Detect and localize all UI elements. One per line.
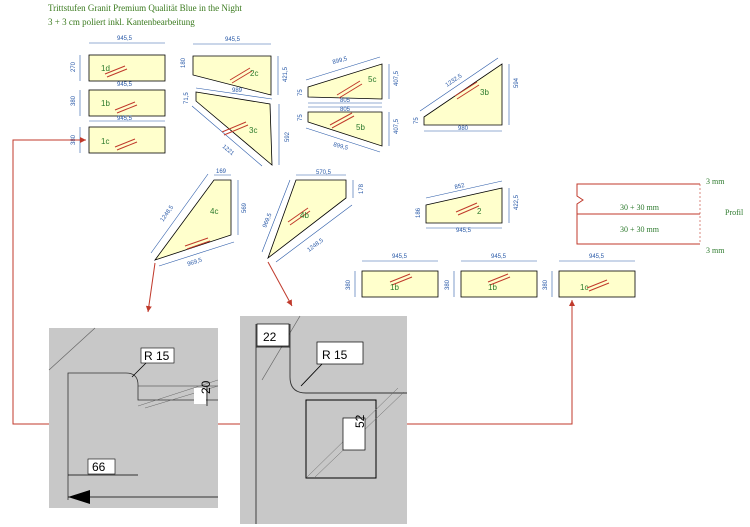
dim-height-right: 407,5 <box>394 70 400 86</box>
dim-horizontal: 66 <box>92 460 106 474</box>
piece-3c[interactable]: 989 71,5 592 1221 3c <box>184 87 291 167</box>
piece-label: 1c <box>101 137 109 146</box>
piece-2[interactable]: 852 186 422,5 945,5 2 <box>416 180 520 234</box>
profile-section: 3 mm 30 + 30 mm 30 + 30 mm Profil 3 mm <box>576 177 744 255</box>
dim-width: 169 <box>216 169 227 175</box>
piece-4b[interactable]: 570,5 178 969,5 1248,5 4b <box>261 170 365 263</box>
dim-vertical: 20 <box>199 380 213 394</box>
dim-vertical: 52 <box>353 414 367 428</box>
dim-height-right: 421,5 <box>283 66 289 82</box>
piece-label: 2 <box>477 207 482 216</box>
piece-5c[interactable]: 899,5 407,5 75 805 5c <box>298 56 400 104</box>
dim-diagonal: 1232,5 <box>445 73 464 89</box>
dim-width: 945,5 <box>491 254 507 260</box>
dim-height-left: 75 <box>298 114 304 121</box>
dim-height: 270 <box>71 61 77 72</box>
dim-height-left: 75 <box>414 117 420 124</box>
dim-height: 569 <box>242 202 248 213</box>
piece-1b-bottom-b[interactable]: 945,5 380 1b <box>445 254 538 298</box>
piece-label: 4b <box>300 211 309 220</box>
dim-bottom: 945,5 <box>117 82 133 88</box>
dim-height: 380 <box>346 279 352 290</box>
dim-width: 945,5 <box>225 37 241 43</box>
dim-width: 989 <box>232 88 243 94</box>
connector-arrows <box>12 137 575 425</box>
dim-height-right: 407,5 <box>394 118 400 134</box>
dim-bottom: 980 <box>458 126 469 132</box>
piece-1b-bottom-a[interactable]: 945,5 380 1b <box>346 254 439 298</box>
piece-label: 3b <box>480 88 489 97</box>
dim-width: 570,5 <box>316 170 332 176</box>
piece-label: 4c <box>210 207 218 216</box>
dim-diagonal: 969,5 <box>262 212 273 229</box>
dim-width: 945,5 <box>117 36 133 42</box>
dim-bottom: 945,5 <box>456 228 472 234</box>
dim-height-left: 75 <box>298 89 304 96</box>
dim-bottom: 1248,5 <box>307 237 326 253</box>
piece-3b[interactable]: 1232,5 594 75 980 3b <box>414 57 520 132</box>
piece-label: 2c <box>250 69 258 78</box>
page-subtitle: 3 + 3 cm poliert inkl. Kantenbearbeitung <box>48 17 195 27</box>
dim-width: 805 <box>340 107 351 113</box>
dim-height-left: 71,5 <box>184 92 190 104</box>
piece-label: 1b <box>390 283 399 292</box>
piece-label: 1d <box>101 64 110 73</box>
piece-4c[interactable]: 1248,5 169 569 969,5 4c <box>150 169 248 268</box>
dim-diagonal: 1221 <box>221 144 236 158</box>
piece-label: 3c <box>249 126 257 135</box>
dim-diagonal: 1248,5 <box>160 204 176 223</box>
piece-label: 1c <box>580 283 588 292</box>
dim-width: 899,5 <box>332 56 349 66</box>
piece-5b[interactable]: 805 407,5 75 899,5 5b <box>298 106 400 153</box>
piece-label: 5b <box>356 123 365 132</box>
dim-height: 380 <box>445 279 451 290</box>
profile-top-thickness: 3 mm <box>706 177 725 186</box>
page-title: Trittstufen Granit Premium Qualität Blue… <box>48 3 242 13</box>
radius-label: R 15 <box>144 349 170 363</box>
dim-height-right: 592 <box>285 131 291 142</box>
dim-bottom: 805 <box>340 98 351 104</box>
dim-width: 945,5 <box>589 254 605 260</box>
piece-label: 5c <box>368 75 376 84</box>
dim-height: 380 <box>71 95 77 106</box>
dim-bottom: 969,5 <box>187 257 204 268</box>
dim-height-right: 594 <box>514 77 520 88</box>
profile-layer-bottom: 30 + 30 mm <box>620 225 660 234</box>
dim-width: 852 <box>454 183 466 191</box>
piece-1b-top[interactable]: 380 1b <box>71 89 166 117</box>
detail-left: R 15 20 66 <box>48 327 219 508</box>
dim-height: 178 <box>359 183 365 194</box>
dim-bottom: 899,5 <box>332 142 349 152</box>
dim-top: 22 <box>263 330 277 344</box>
radius-label: R 15 <box>322 348 348 362</box>
piece-2c[interactable]: 945,5 180 421,5 2c <box>181 37 289 96</box>
piece-label: 1b <box>488 283 497 292</box>
dim-height-right: 422,5 <box>514 194 520 210</box>
piece-label: 1b <box>101 99 110 108</box>
profile-layer-top: 30 + 30 mm <box>620 203 660 212</box>
dim-width: 945,5 <box>392 254 408 260</box>
dim-height: 380 <box>543 279 549 290</box>
piece-1d[interactable]: 945,5 270 945,5 1d <box>71 36 166 88</box>
detail-right: 22 R 15 52 <box>240 315 407 524</box>
dim-height-left: 180 <box>181 57 187 68</box>
piece-1c-top[interactable]: 945,5 380 1c <box>71 116 166 154</box>
piece-1c-bottom[interactable]: 945,5 380 1c <box>543 254 636 298</box>
profile-bottom-thickness: 3 mm <box>706 246 725 255</box>
profile-name: Profil <box>725 208 744 217</box>
dim-height-left: 186 <box>416 207 422 218</box>
dim-width: 945,5 <box>117 116 133 122</box>
